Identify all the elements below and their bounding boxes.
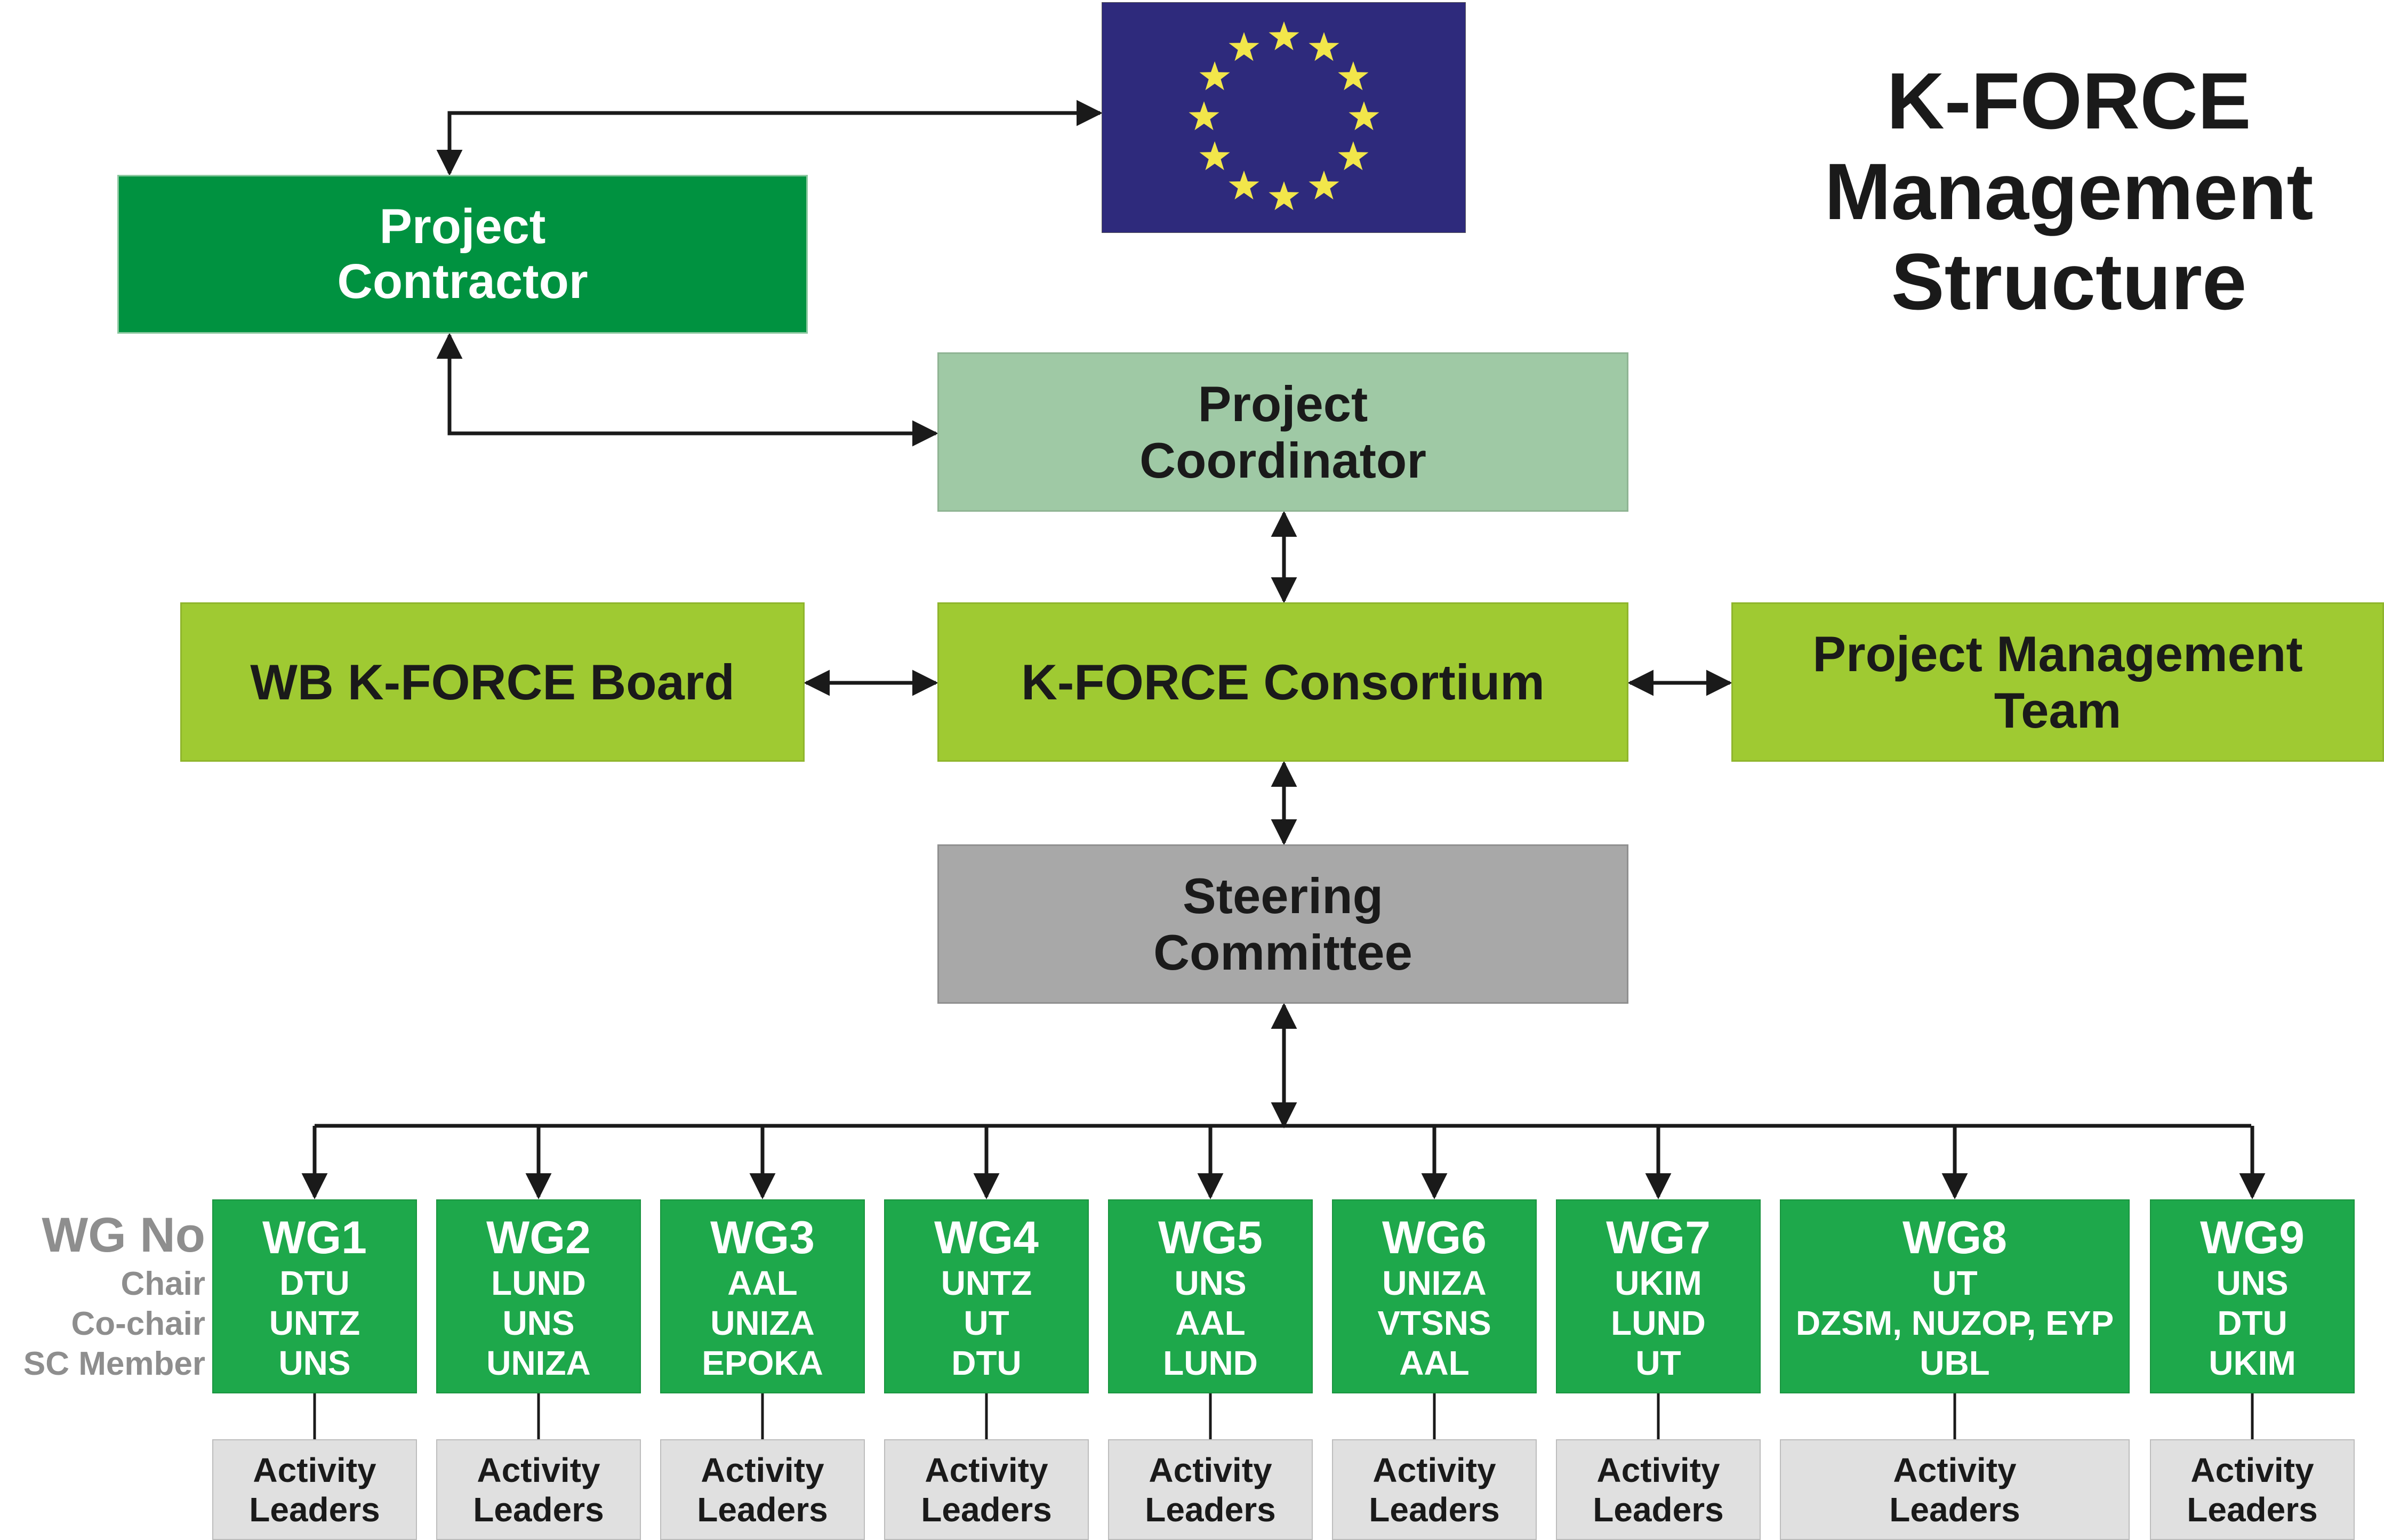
eu-star-icon (1229, 170, 1259, 200)
project-coordinator-box: Project Coordinator (937, 352, 1628, 512)
wg-box: WG1 DTU UNTZ UNS (212, 1199, 417, 1393)
project-contractor-box: Project Contractor (117, 175, 808, 334)
activity-leaders-box: Activity Leaders (2150, 1439, 2355, 1540)
eu-star-icon (1189, 101, 1219, 131)
activity-leaders-box: Activity Leaders (884, 1439, 1089, 1540)
diagram-title: K-FORCE Management Structure (1824, 56, 2314, 326)
activity-leaders-box: Activity Leaders (436, 1439, 641, 1540)
wg-legend: WG No Chair Co-chair SC Member (0, 1206, 205, 1384)
steering-committee-box: Steering Committee (937, 844, 1628, 1004)
eu-star-icon (1348, 101, 1379, 131)
legend-chair: Chair (121, 1265, 205, 1302)
eu-star-icon (1269, 21, 1299, 51)
legend-cochair: Co-chair (71, 1305, 205, 1342)
activity-leaders-box: Activity Leaders (1108, 1439, 1313, 1540)
eu-star-icon (1309, 170, 1339, 200)
activity-leaders-box: Activity Leaders (1780, 1439, 2130, 1540)
activity-leaders-box: Activity Leaders (660, 1439, 865, 1540)
activity-leaders-box: Activity Leaders (212, 1439, 417, 1540)
legend-sc-member: SC Member (23, 1345, 205, 1382)
eu-star-icon (1199, 141, 1230, 171)
arrow-contractor-coordinator (436, 333, 938, 447)
wg-box: WG7 UKIM LUND UT (1556, 1199, 1761, 1393)
eu-flag-image (1102, 2, 1466, 233)
wg-box: WG9 UNS DTU UKIM (2150, 1199, 2355, 1393)
kforce-consortium-box: K-FORCE Consortium (937, 602, 1628, 762)
activity-leaders-box: Activity Leaders (1556, 1439, 1761, 1540)
wg-box: WG5 UNS AAL LUND (1108, 1199, 1313, 1393)
wg-box: WG3 AAL UNIZA EPOKA (660, 1199, 865, 1393)
wg-box: WG2 LUND UNS UNIZA (436, 1199, 641, 1393)
wg-box: WG6 UNIZA VTSNS AAL (1332, 1199, 1537, 1393)
eu-star-icon (1309, 32, 1339, 61)
wg-box: WG8 UT DZSM, NUZOP, EYP UBL (1780, 1199, 2130, 1393)
project-management-team-box: Project Management Team (1731, 602, 2384, 762)
legend-wg-no: WG No (42, 1208, 205, 1262)
wb-kforce-board-box: WB K-FORCE Board (180, 602, 805, 762)
eu-star-icon (1338, 141, 1369, 171)
eu-star-icon (1338, 61, 1369, 91)
wg-box: WG4 UNTZ UT DTU (884, 1199, 1089, 1393)
activity-leaders-box: Activity Leaders (1332, 1439, 1537, 1540)
eu-star-icon (1199, 61, 1230, 91)
eu-star-icon (1269, 181, 1299, 211)
eu-star-icon (1229, 32, 1259, 61)
arrow-contractor-eu (436, 100, 1103, 176)
